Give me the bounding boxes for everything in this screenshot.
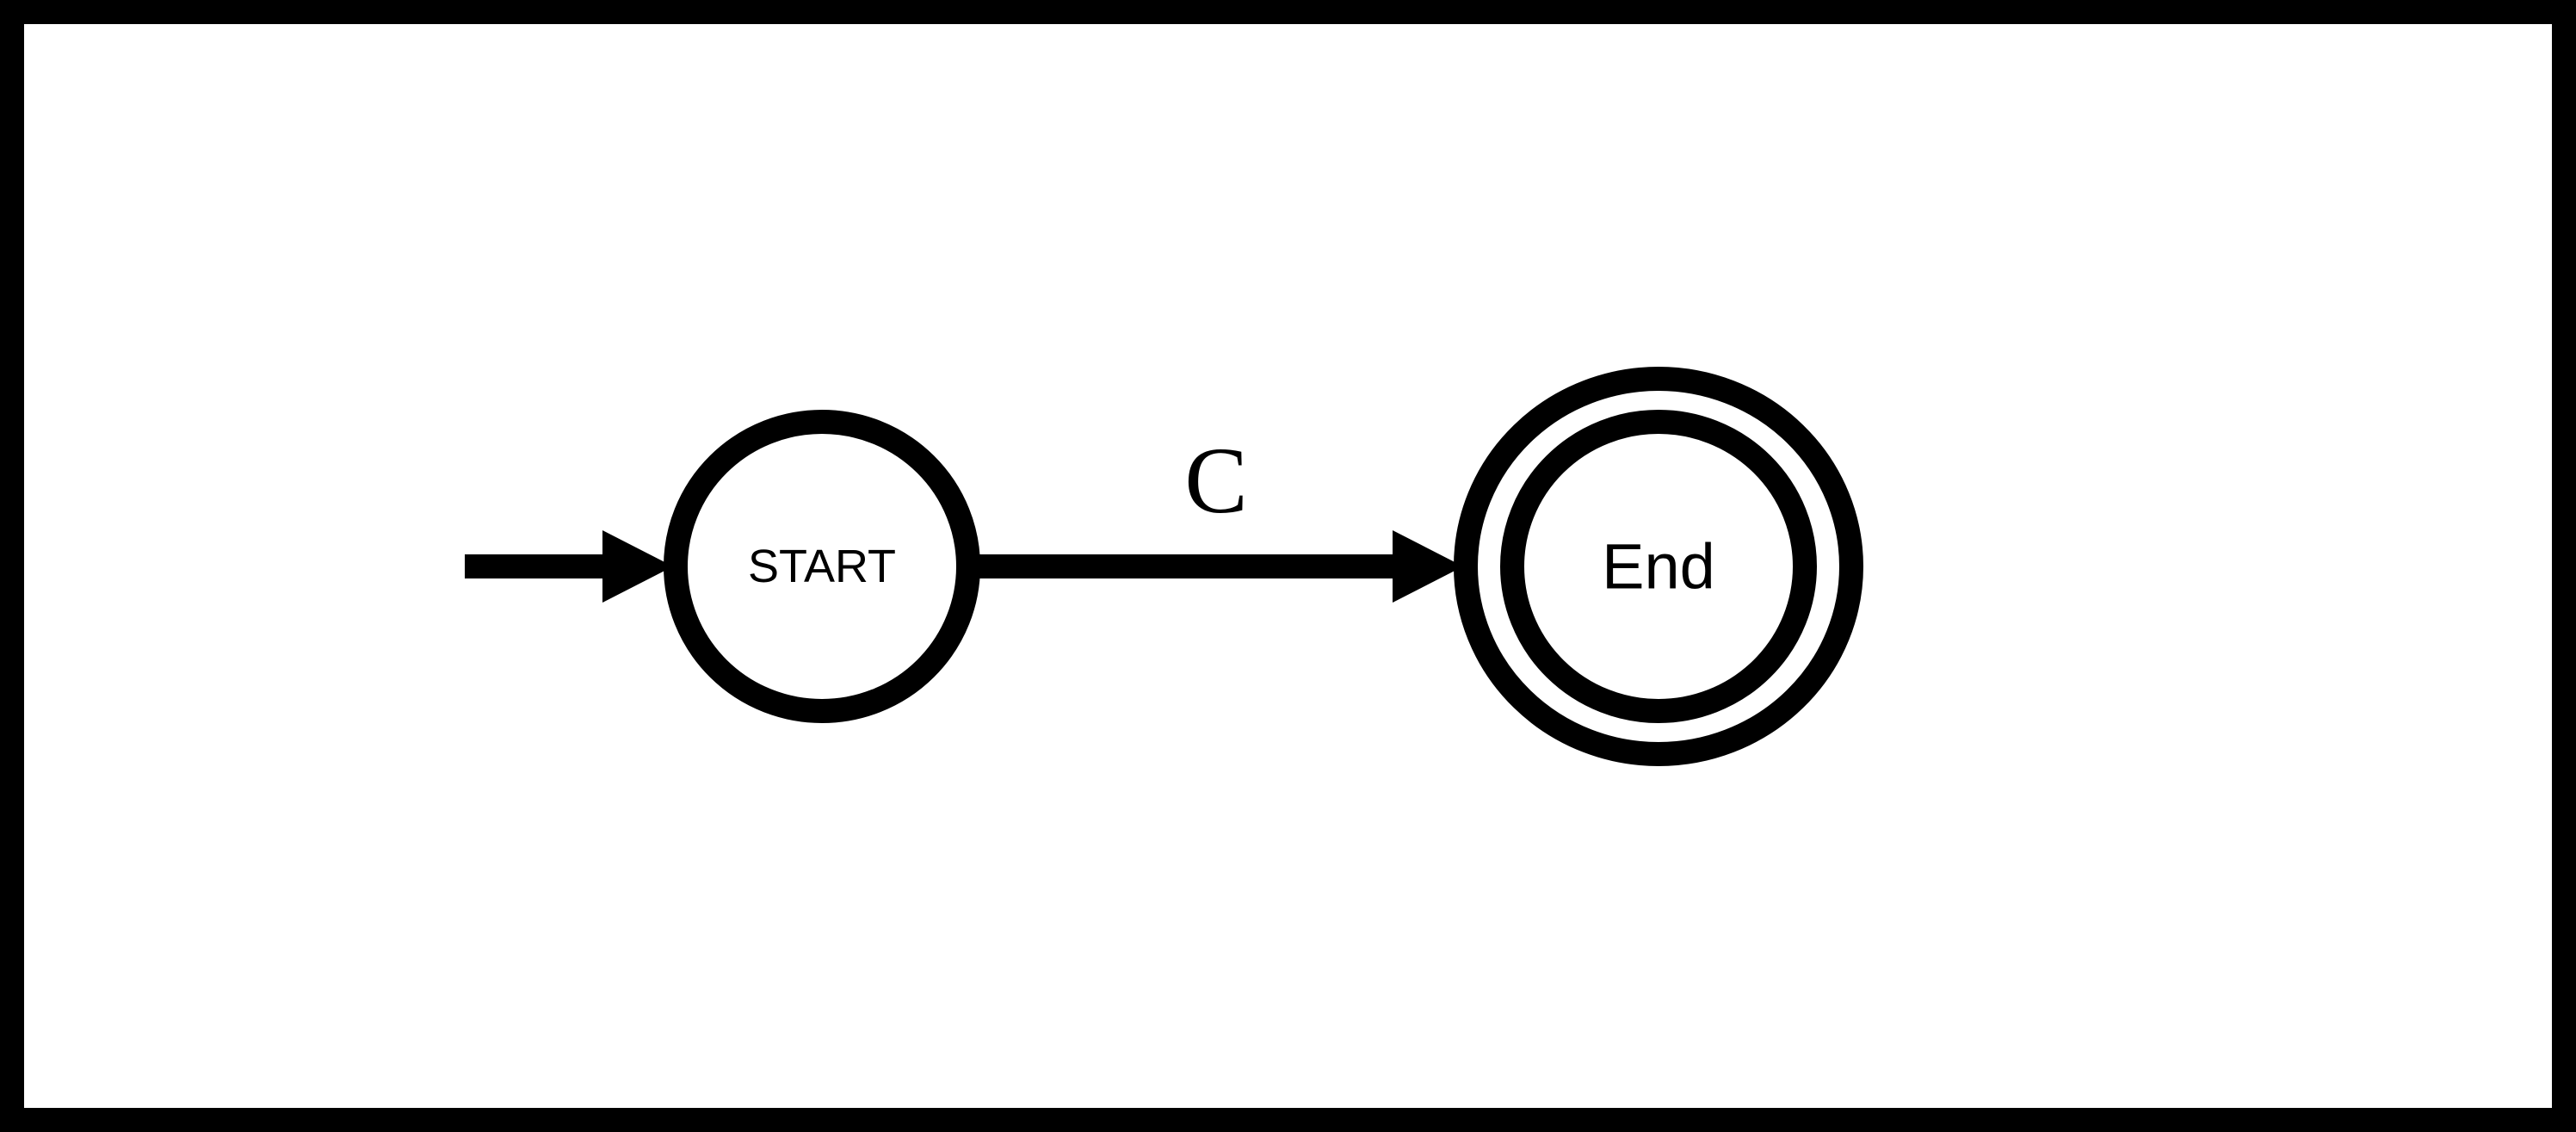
state-end: End	[1454, 367, 1863, 766]
state-end-label: End	[1602, 531, 1715, 603]
initial-arrow	[465, 530, 673, 603]
transition-arrow-head	[1393, 530, 1463, 603]
state-start-label: START	[748, 541, 896, 592]
state-start: START	[664, 410, 980, 723]
initial-arrow-head	[602, 530, 673, 603]
transition-label: C	[1184, 428, 1247, 533]
transition-start-to-end: C	[968, 428, 1463, 603]
state-end-inner-circle	[1500, 410, 1817, 723]
